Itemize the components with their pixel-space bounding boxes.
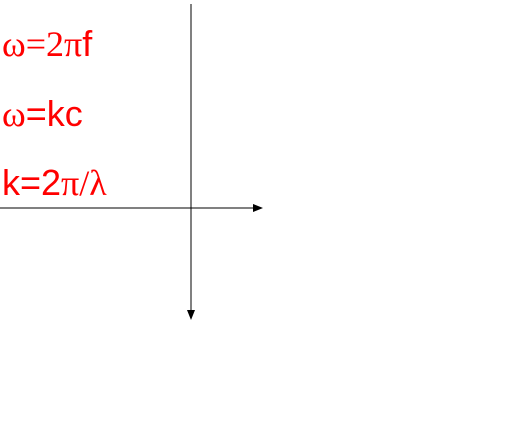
horizontal-axis-arrowhead (253, 204, 263, 212)
lambda-symbol: λ (89, 163, 107, 203)
dispersion-formula: ω=kc (2, 93, 83, 135)
omega-symbol: ω (2, 24, 26, 64)
wavenumber-lhs: k=2 (2, 162, 62, 203)
coefficient-two: 2 (46, 24, 65, 64)
vertical-axis-arrowhead (187, 310, 195, 320)
pi-symbol: π (61, 163, 80, 203)
dispersion-rhs: =kc (25, 93, 83, 134)
wavenumber-formula: k=2π/λ (2, 162, 107, 204)
angular-frequency-formula: ω=2πf (2, 23, 93, 65)
equals-sign: = (25, 24, 47, 64)
frequency-variable: f (82, 23, 93, 64)
division-slash: / (79, 163, 90, 203)
omega-symbol: ω (2, 94, 26, 134)
pi-symbol: π (64, 24, 83, 64)
